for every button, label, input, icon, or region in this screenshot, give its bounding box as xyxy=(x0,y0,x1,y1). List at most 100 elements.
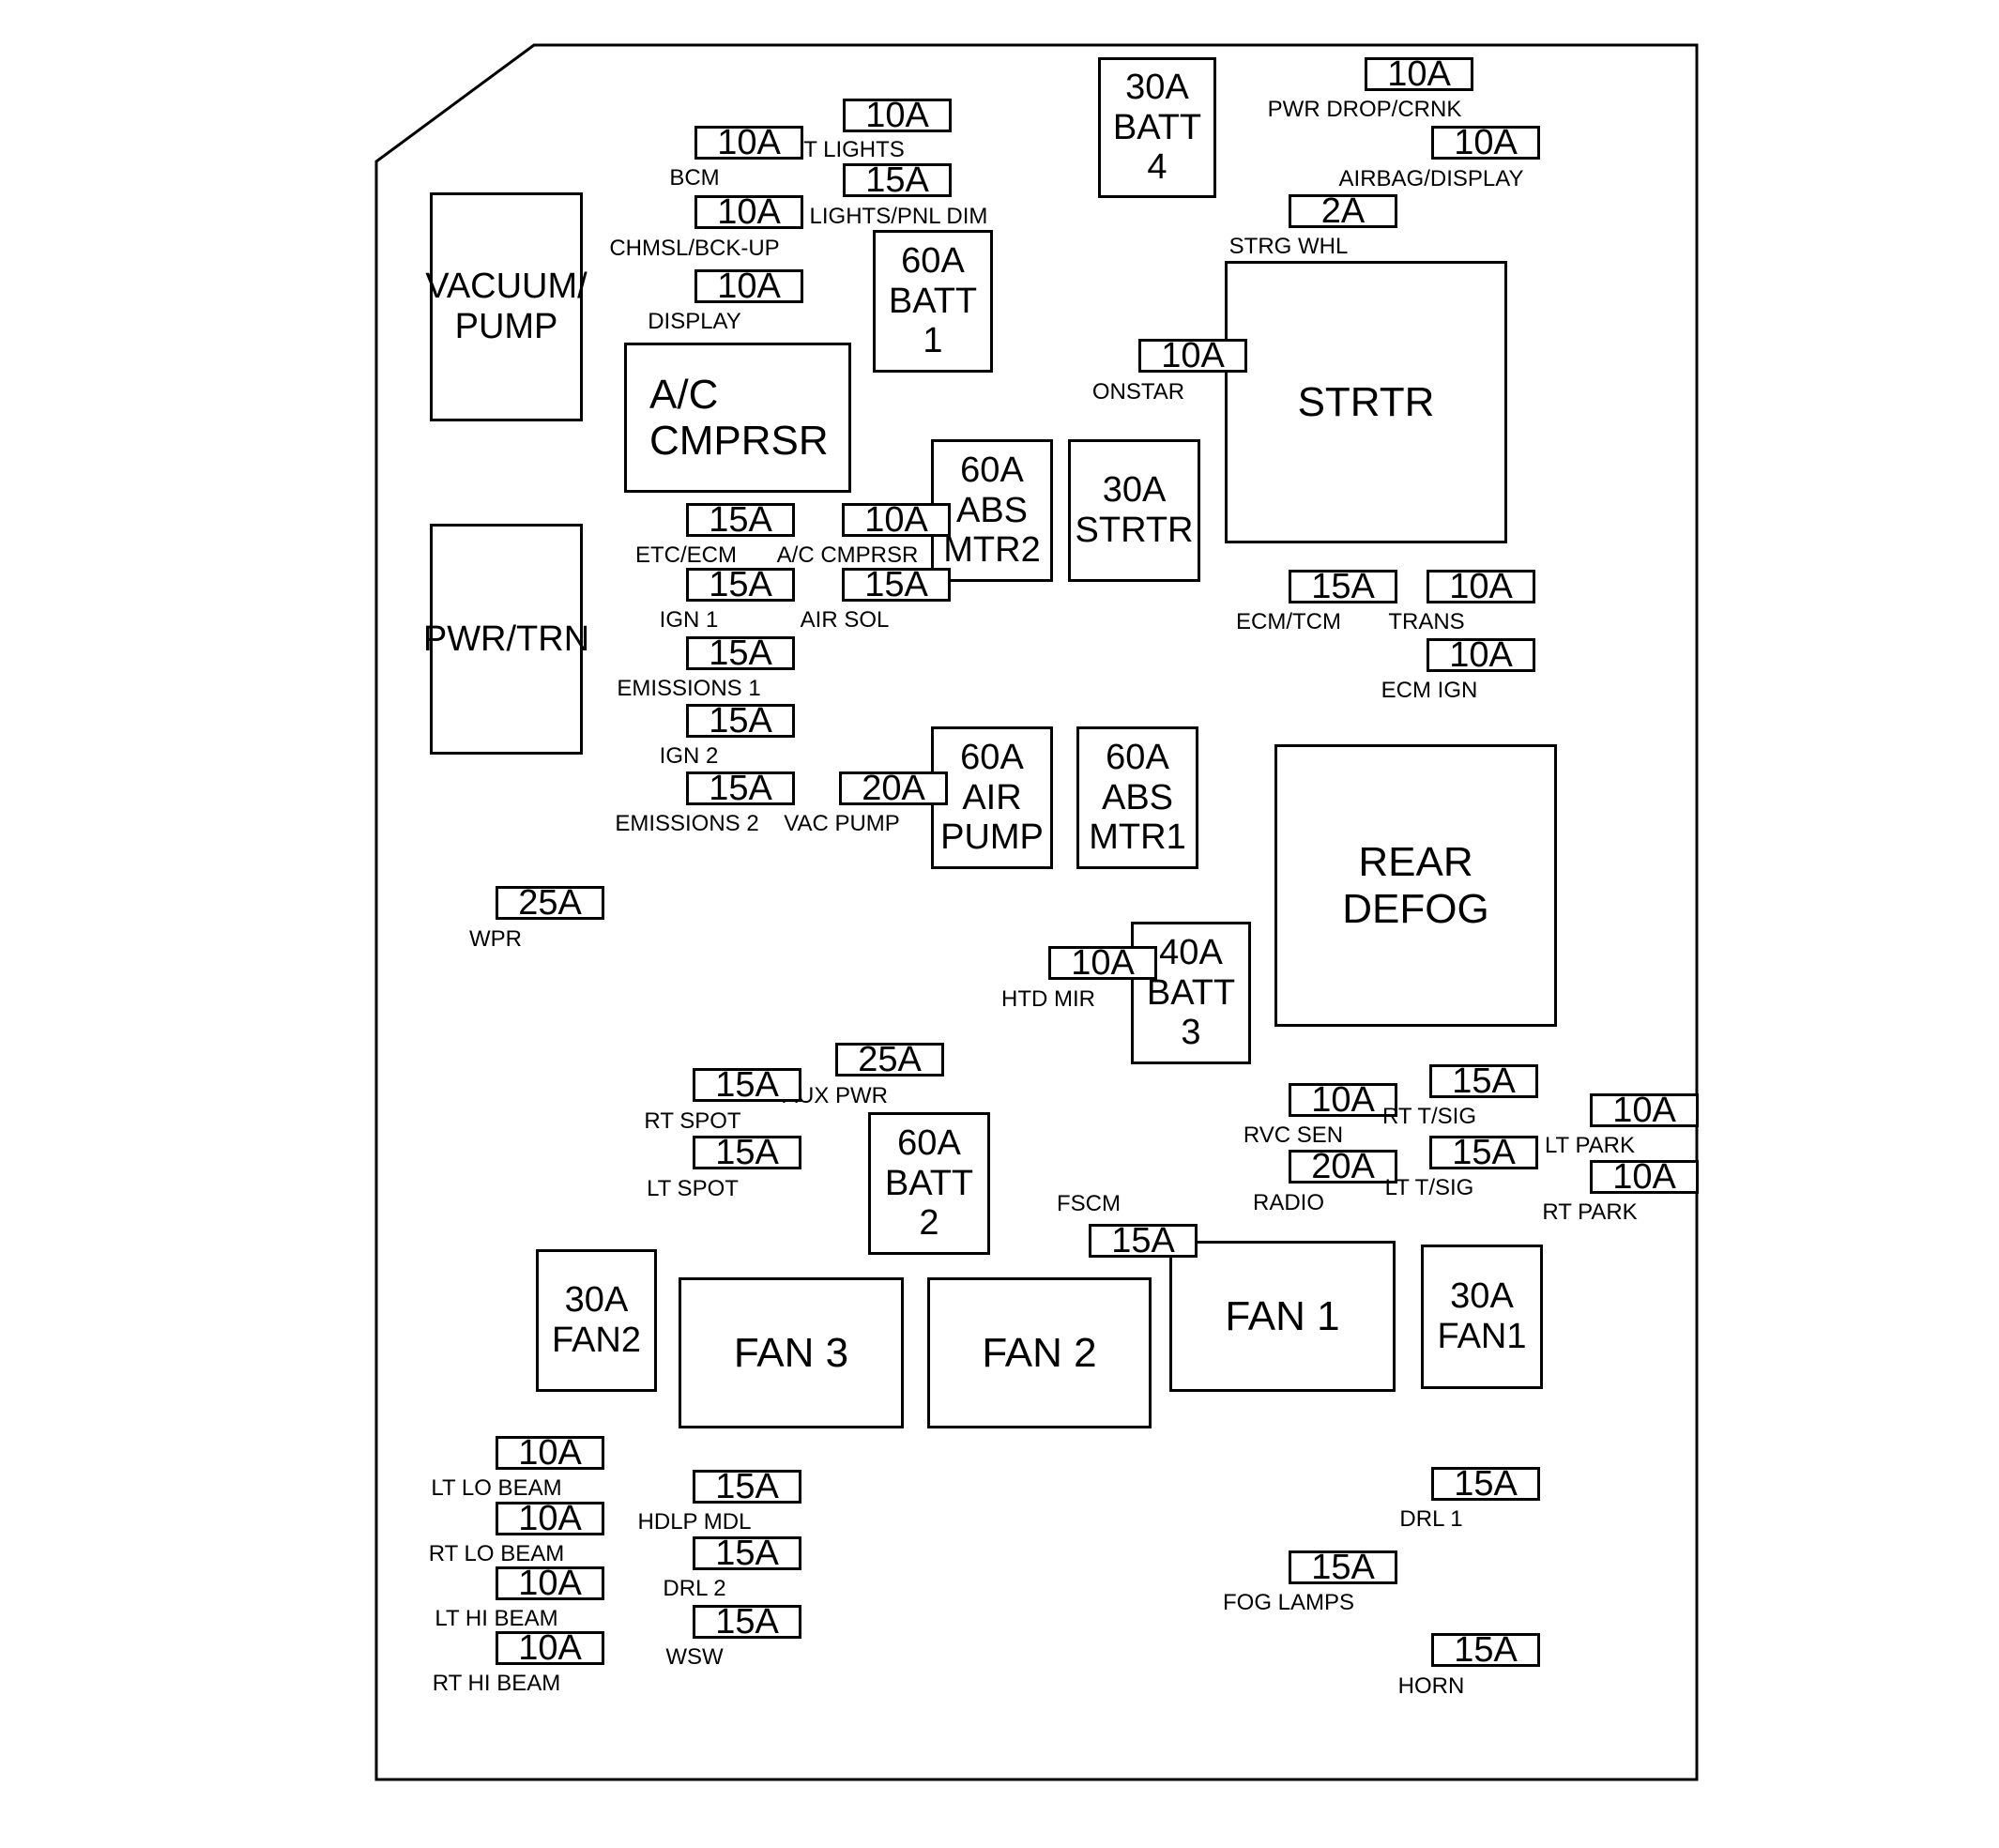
airbag-display-fuse: 10A xyxy=(1431,125,1540,160)
batt-3-component: 40A BATT 3 xyxy=(1131,922,1251,1064)
ecm-ign-fuse: 10A xyxy=(1427,637,1535,673)
lt-t-sig-fuse: 15A xyxy=(1429,1135,1538,1170)
aux-pwr-fuse: 25A xyxy=(835,1042,944,1077)
display-label: DISPLAY xyxy=(648,309,741,334)
trans-fuse: 10A xyxy=(1427,569,1535,604)
emissions-1-label: EMISSIONS 1 xyxy=(617,676,761,701)
vac-pump-label: VAC PUMP xyxy=(784,811,900,836)
chmsl-bck-up-label: CHMSL/BCK-UP xyxy=(609,236,780,261)
ac-cmprsr-component: A/C CMPRSR xyxy=(624,343,851,493)
airbag-display-label: AIRBAG/DISPLAY xyxy=(1338,166,1524,191)
drl-1-fuse: 15A xyxy=(1431,1466,1540,1502)
fog-lamps-fuse: 15A xyxy=(1289,1550,1397,1585)
strtr-component: STRTR xyxy=(1225,261,1507,543)
int-lights-pnl-dim-label: INT LIGHTS/PNL DIM xyxy=(767,204,988,229)
fan-2-component: FAN 2 xyxy=(927,1277,1152,1428)
lt-hi-beam-fuse: 10A xyxy=(496,1565,604,1601)
air-sol-fuse: 15A xyxy=(842,567,951,603)
etc-ecm-fuse: 15A xyxy=(686,502,795,538)
rt-t-sig-label: RT T/SIG xyxy=(1381,1104,1477,1129)
chmsl-bck-up-fuse: 10A xyxy=(694,194,803,230)
ac-cmprsr-fuse-label: A/C CMPRSR xyxy=(776,542,919,568)
ecm-ign-label: ECM IGN xyxy=(1381,678,1478,703)
vacuum-pump-component: VACUUM/ PUMP xyxy=(425,192,587,421)
lt-lo-beam-label: LT LO BEAM xyxy=(431,1475,562,1501)
abs-mtr1-component: 60A ABS MTR1 xyxy=(1076,726,1198,869)
fan1-30a-component: 30A FAN1 xyxy=(1421,1245,1543,1389)
emissions-1-fuse: 15A xyxy=(686,635,795,671)
trans-label: TRANS xyxy=(1388,609,1465,634)
fan-3-component: FAN 3 xyxy=(679,1277,904,1428)
drl-1-label: DRL 1 xyxy=(1399,1506,1463,1532)
pwr-drop-crnk-label: PWR DROP/CRNK xyxy=(1267,97,1462,122)
bcm-label: BCM xyxy=(669,165,720,191)
rt-hi-beam-fuse: 10A xyxy=(496,1630,604,1666)
int-lights-pnl-dim-fuse: 15A xyxy=(843,162,952,198)
lt-t-sig-label: LT T/SIG xyxy=(1384,1175,1474,1200)
strg-whl-fuse: 2A xyxy=(1289,193,1397,229)
rt-lo-beam-label: RT LO BEAM xyxy=(428,1541,565,1566)
drl-2-fuse: 15A xyxy=(693,1535,801,1571)
rt-park-label: RT PARK xyxy=(1542,1199,1638,1225)
bcm-fuse: 10A xyxy=(694,125,803,160)
wpr-label: WPR xyxy=(469,926,522,952)
rt-park-fuse: 10A xyxy=(1590,1159,1699,1195)
hdlp-mdl-label: HDLP MDL xyxy=(637,1509,752,1535)
rvc-sen-fuse: 10A xyxy=(1289,1082,1397,1118)
lt-hi-beam-label: LT HI BEAM xyxy=(435,1606,558,1631)
ecm-tcm-fuse: 15A xyxy=(1289,569,1397,604)
ign-1-label: IGN 1 xyxy=(659,607,719,633)
ign-2-fuse: 15A xyxy=(686,703,795,739)
wsw-fuse: 15A xyxy=(693,1604,801,1640)
pwr-drop-crnk-fuse: 10A xyxy=(1365,56,1473,92)
display-fuse: 10A xyxy=(694,268,803,304)
rt-spot-label: RT SPOT xyxy=(644,1108,741,1134)
rvc-sen-label: RVC SEN xyxy=(1243,1123,1344,1148)
radio-label: RADIO xyxy=(1252,1190,1325,1215)
ign-2-label: IGN 2 xyxy=(659,743,719,769)
int-lights-fuse: 10A xyxy=(843,98,952,133)
lt-lo-beam-fuse: 10A xyxy=(496,1435,604,1471)
fscm-fuse: 15A xyxy=(1089,1223,1198,1259)
ign-1-fuse: 15A xyxy=(686,567,795,603)
fan2-30a-component: 30A FAN2 xyxy=(536,1249,657,1392)
fan-1-component: FAN 1 xyxy=(1169,1241,1396,1392)
fog-lamps-label: FOG LAMPS xyxy=(1222,1590,1355,1615)
ac-cmprsr-fuse-fuse: 10A xyxy=(842,502,951,538)
vac-pump-fuse: 20A xyxy=(839,771,948,806)
fscm-label: FSCM xyxy=(1057,1191,1121,1216)
emissions-2-fuse: 15A xyxy=(686,771,795,806)
strtr-30a-component: 30A STRTR xyxy=(1068,439,1200,582)
pwr-trn-component: PWR/TRN xyxy=(423,524,589,755)
strg-whl-label: STRG WHL xyxy=(1228,234,1349,259)
drl-2-label: DRL 2 xyxy=(663,1576,726,1601)
onstar-label: ONSTAR xyxy=(1091,379,1185,405)
lt-park-fuse: 10A xyxy=(1590,1092,1699,1128)
batt-2-component: 60A BATT 2 xyxy=(868,1112,990,1255)
rt-spot-fuse: 15A xyxy=(693,1067,801,1103)
rt-t-sig-fuse: 15A xyxy=(1429,1063,1538,1099)
lt-spot-label: LT SPOT xyxy=(647,1176,739,1201)
rt-hi-beam-label: RT HI BEAM xyxy=(432,1671,561,1696)
horn-label: HORN xyxy=(1397,1673,1465,1699)
wsw-label: WSW xyxy=(665,1644,724,1670)
lt-spot-fuse: 15A xyxy=(693,1135,801,1170)
air-sol-label: AIR SOL xyxy=(800,607,890,633)
etc-ecm-label: ETC/ECM xyxy=(635,542,737,568)
emissions-2-label: EMISSIONS 2 xyxy=(615,811,759,836)
radio-fuse: 20A xyxy=(1289,1149,1397,1184)
rt-lo-beam-fuse: 10A xyxy=(496,1501,604,1536)
onstar-fuse: 10A xyxy=(1138,338,1247,374)
batt-4-component: 30A BATT 4 xyxy=(1098,57,1216,198)
wpr-fuse: 25A xyxy=(496,885,604,921)
hdlp-mdl-fuse: 15A xyxy=(693,1469,801,1504)
batt-1-component: 60A BATT 1 xyxy=(873,230,993,373)
air-pump-component: 60A AIR PUMP xyxy=(931,726,1053,869)
lt-park-label: LT PARK xyxy=(1544,1133,1636,1158)
ecm-tcm-label: ECM/TCM xyxy=(1236,609,1341,634)
rear-defog-component: REAR DEFOG xyxy=(1274,744,1557,1027)
htd-mir-label: HTD MIR xyxy=(1001,986,1095,1012)
abs-mtr2-component: 60A ABS MTR2 xyxy=(931,439,1053,582)
horn-fuse: 15A xyxy=(1431,1632,1540,1668)
